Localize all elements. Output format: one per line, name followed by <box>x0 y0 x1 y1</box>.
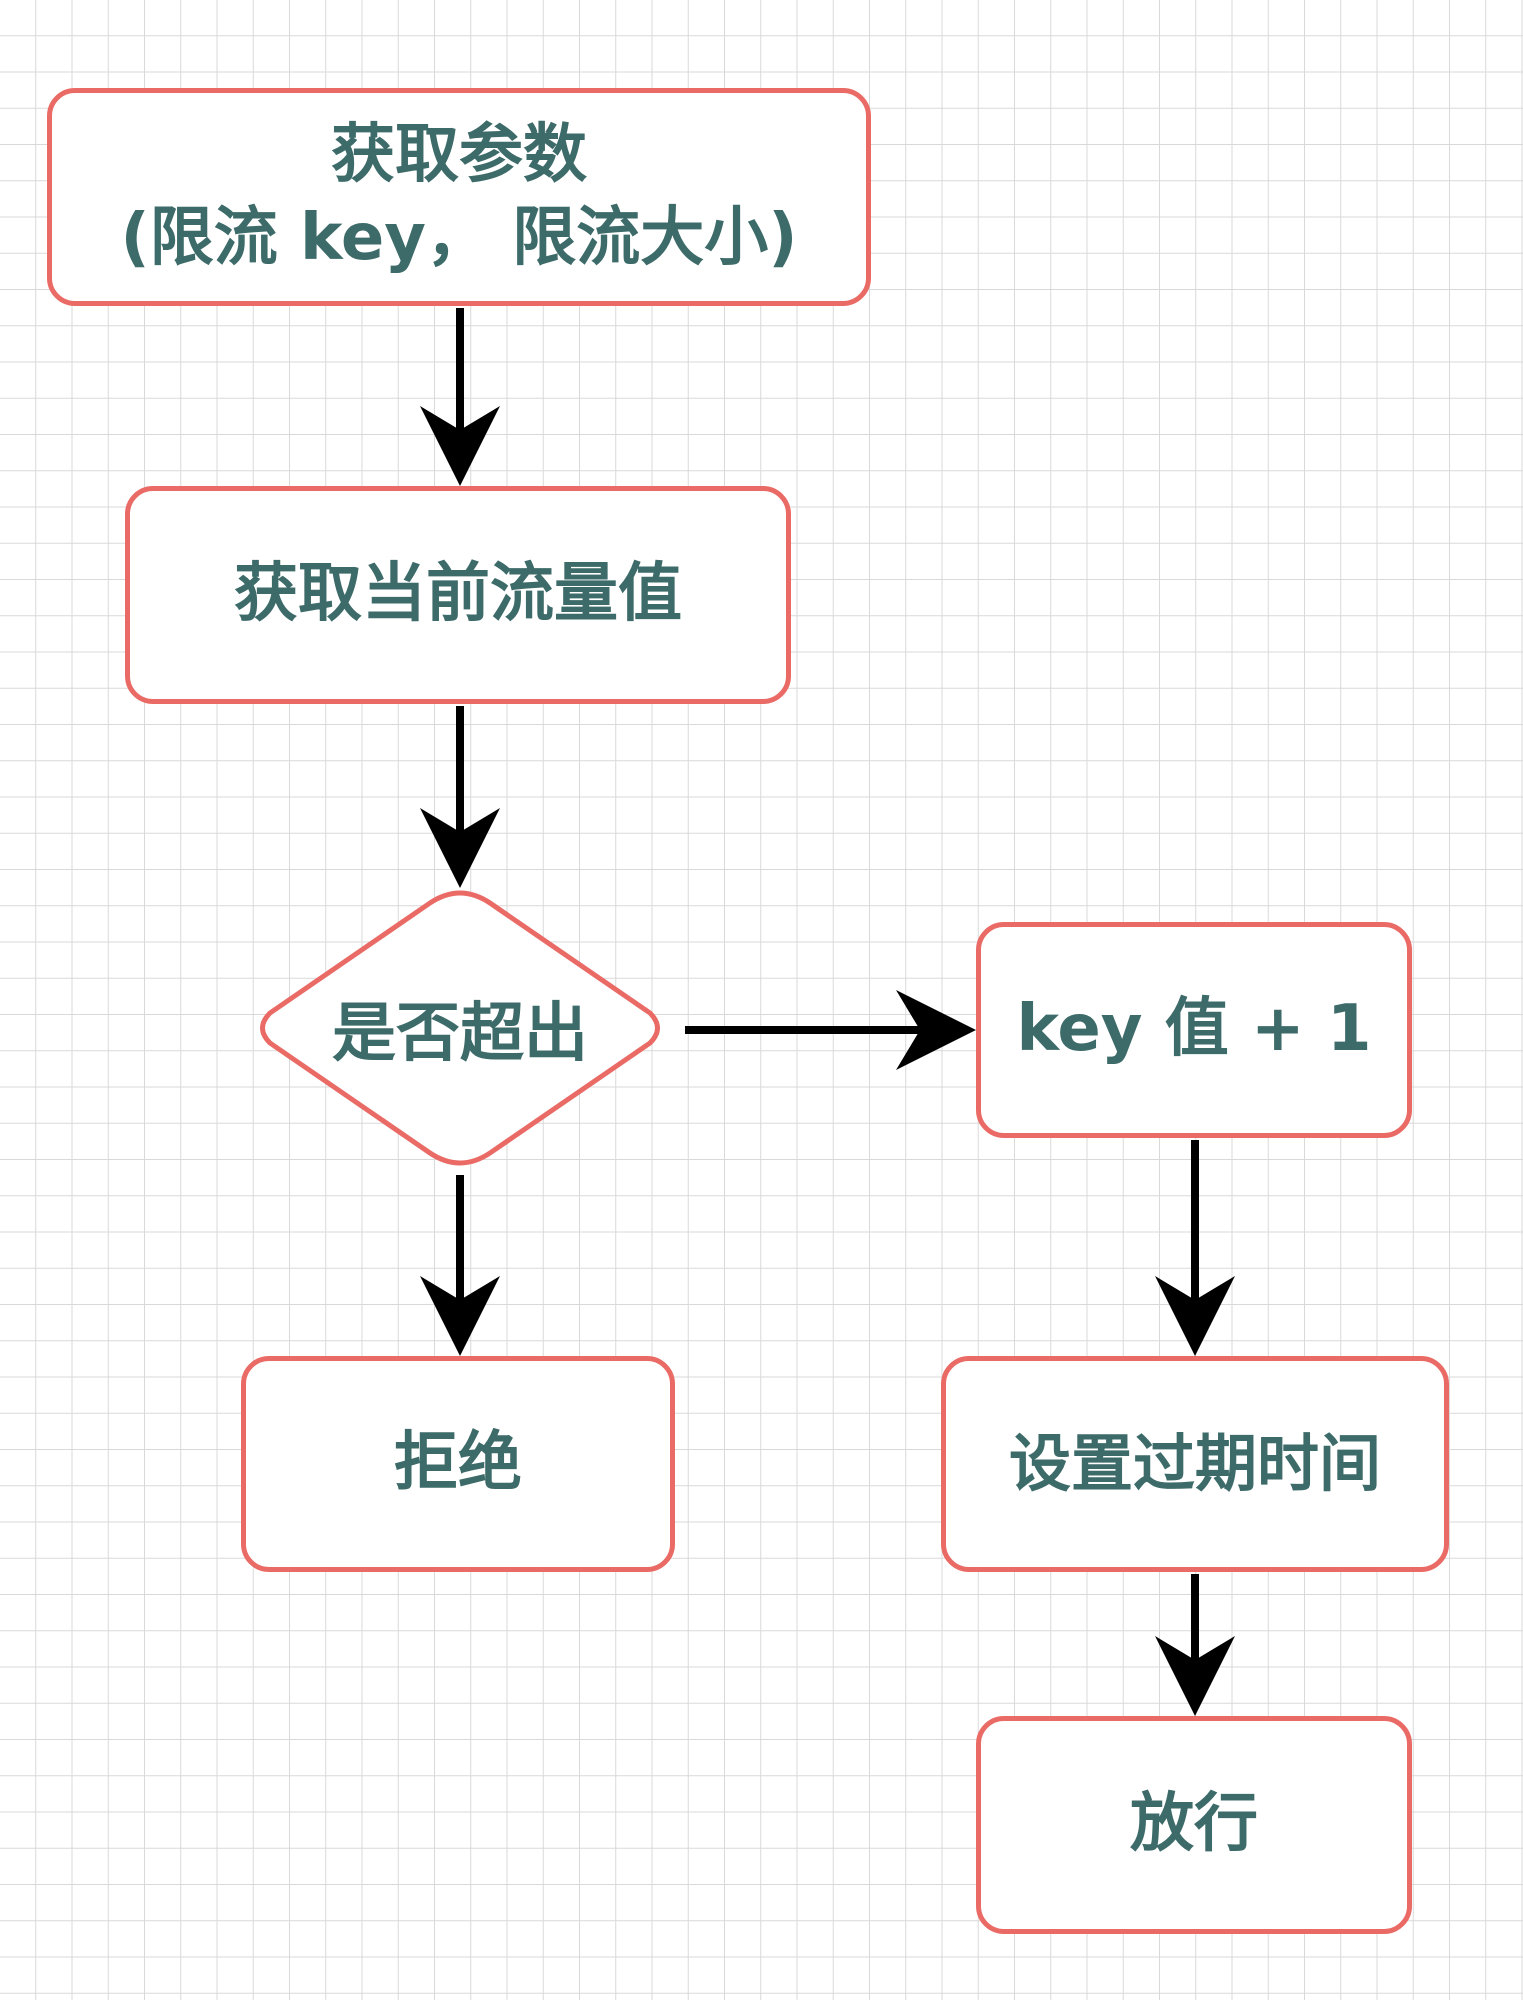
node-get-params: 获取参数 (限流 key， 限流大小) <box>47 88 871 306</box>
node-set-expire-label: 设置过期时间 <box>1008 1426 1381 1500</box>
node-get-current-flow: 获取当前流量值 <box>125 486 791 704</box>
decision-exceeded: 是否超出 <box>245 888 675 1168</box>
node-key-increment: key 值 + 1 <box>976 922 1412 1138</box>
decision-diamond-shape <box>260 890 660 1166</box>
node-set-expire: 设置过期时间 <box>941 1356 1449 1572</box>
node-reject: 拒绝 <box>241 1356 675 1572</box>
node-key-increment-label: key 值 + 1 <box>1016 992 1372 1067</box>
node-allow: 放行 <box>976 1716 1412 1934</box>
node-get-params-detail: (限流 key， 限流大小) <box>120 201 798 275</box>
node-get-params-title: 获取参数 <box>331 117 587 192</box>
node-get-current-flow-label: 获取当前流量值 <box>234 557 682 632</box>
decision-exceeded-label: 是否超出 <box>332 997 588 1071</box>
node-reject-label: 拒绝 <box>394 1426 522 1501</box>
node-allow-label: 放行 <box>1130 1787 1258 1862</box>
